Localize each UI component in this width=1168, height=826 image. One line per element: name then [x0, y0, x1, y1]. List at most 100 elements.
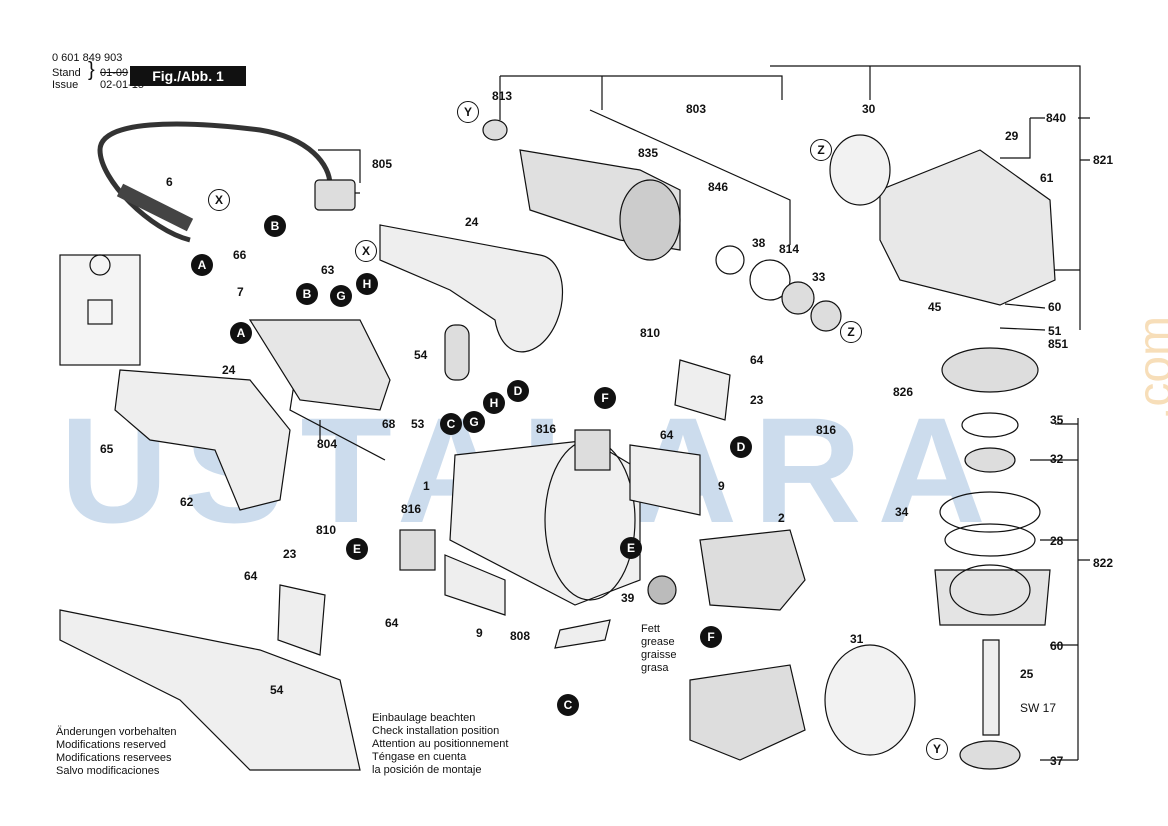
part-label: 821: [1093, 153, 1114, 167]
part-label: 813: [492, 89, 513, 103]
part-label: 62: [180, 495, 194, 509]
part-label: 31: [850, 632, 864, 646]
callout-d: D: [507, 380, 529, 402]
brace-glyph: }: [88, 59, 95, 81]
part-label: 835: [638, 146, 659, 160]
callout-a: A: [191, 254, 213, 276]
part-label: 45: [928, 300, 942, 314]
callout-x: X: [208, 189, 230, 211]
grease-note-fr: graisse: [641, 649, 677, 661]
installation-note: Attention au positionnement: [372, 738, 509, 750]
part-label: 1: [423, 479, 430, 493]
part-label: 28: [1050, 534, 1064, 548]
callout-z: Z: [810, 139, 832, 161]
part-label: 810: [640, 326, 661, 340]
installation-note: la posición de montaje: [372, 764, 482, 776]
part-label: 38: [752, 236, 766, 250]
part-label: 65: [100, 442, 114, 456]
part-label: 814: [779, 242, 800, 256]
callout-e: E: [346, 538, 368, 560]
grease-note-en: grease: [641, 636, 675, 648]
stand-label: Stand: [52, 67, 81, 79]
part-label: 840: [1046, 111, 1067, 125]
figure-label: Fig./Abb. 1: [130, 66, 246, 86]
part-label: 24: [465, 215, 479, 229]
part-label: 826: [893, 385, 914, 399]
part-label: 25: [1020, 667, 1034, 681]
part-label: 35: [1050, 413, 1064, 427]
part-label: 29: [1005, 129, 1019, 143]
grease-note-es: grasa: [641, 662, 669, 674]
issue-label: Issue: [52, 79, 79, 91]
grease-note-de: Fett: [641, 623, 660, 635]
part-label: 803: [686, 102, 707, 116]
callout-y: Y: [926, 738, 948, 760]
callout-b: B: [264, 215, 286, 237]
part-label-screw-1: 64: [660, 428, 674, 442]
callout-f: F: [700, 626, 722, 648]
part-label: 2: [778, 511, 785, 525]
callout-f: F: [594, 387, 616, 409]
part-label: 33: [812, 270, 826, 284]
callout-b: B: [296, 283, 318, 305]
part-label-9b: 9: [476, 626, 483, 640]
part-label: 37: [1050, 754, 1064, 768]
part-label: 32: [1050, 452, 1064, 466]
part-label-wire-2: 810: [316, 523, 337, 537]
callout-g: G: [330, 285, 352, 307]
callout-y: Y: [457, 101, 479, 123]
part-label: 66: [233, 248, 247, 262]
modifications-note: Modifications reserved: [56, 739, 167, 751]
date-old: 01-09: [100, 67, 129, 79]
installation-note: Téngase en cuenta: [372, 751, 467, 763]
callout-h: H: [356, 273, 378, 295]
part-label: 7: [237, 285, 244, 299]
part-label: 64: [750, 353, 764, 367]
callout-x: X: [355, 240, 377, 262]
part-label-screw-2: 64: [244, 569, 258, 583]
callout-e: E: [620, 537, 642, 559]
part-label: 23: [750, 393, 764, 407]
installation-note: Einbaulage beachten: [372, 712, 476, 724]
part-label-60b: 60: [1050, 639, 1064, 653]
part-label: 6: [166, 175, 173, 189]
part-number: 0 601 849 903: [52, 52, 123, 64]
part-label: 804: [317, 437, 338, 451]
part-label: 60: [1048, 300, 1062, 314]
part-label: 808: [510, 629, 531, 643]
part-label: 61: [1040, 171, 1054, 185]
part-label: 846: [708, 180, 729, 194]
part-label-cap-2: 23: [283, 547, 297, 561]
modifications-note: Salvo modificaciones: [56, 765, 160, 777]
part-label-screw-3: 64: [385, 616, 399, 630]
part-label: 39: [621, 591, 635, 605]
callout-c: C: [557, 694, 579, 716]
callout-h: H: [483, 392, 505, 414]
part-label: 816: [536, 422, 557, 436]
part-label-54b: 54: [270, 683, 284, 697]
part-label: 51: [1048, 324, 1062, 338]
part-label: 53: [411, 417, 425, 431]
callout-d: D: [730, 436, 752, 458]
part-label: 822: [1093, 556, 1114, 570]
callout-g: G: [463, 411, 485, 433]
part-label-handle-2: 24: [222, 363, 236, 377]
callout-c: C: [440, 413, 462, 435]
modifications-note: Modifications reservees: [56, 752, 172, 764]
part-label: 34: [895, 505, 909, 519]
callout-z: Z: [840, 321, 862, 343]
part-label: 54: [414, 348, 428, 362]
part-label: 9: [718, 479, 725, 493]
part-label: 63: [321, 263, 335, 277]
callout-a: A: [230, 322, 252, 344]
wrench-size-label: SW 17: [1020, 701, 1057, 715]
part-label: 68: [382, 417, 396, 431]
part-label-brush-holder-2: 816: [401, 502, 422, 516]
part-label: 805: [372, 157, 393, 171]
modifications-note: Änderungen vorbehalten: [56, 726, 177, 738]
part-label: 851: [1048, 337, 1069, 351]
part-label: 30: [862, 102, 876, 116]
installation-note: Check installation position: [372, 725, 500, 737]
